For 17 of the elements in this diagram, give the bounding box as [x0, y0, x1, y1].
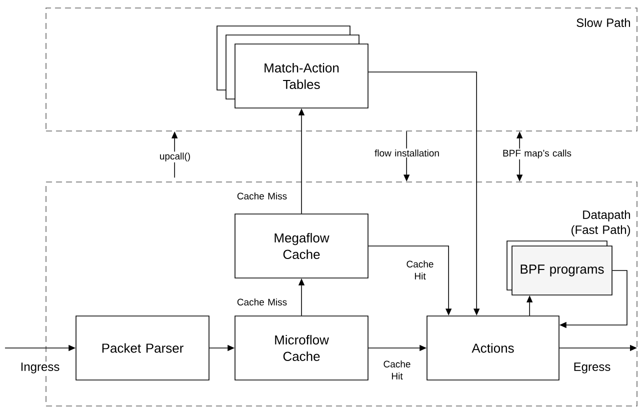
edge-label: Cache Miss	[237, 192, 287, 200]
edge-label: BPF map’s calls	[503, 150, 572, 158]
edge-label: Egress	[574, 362, 610, 374]
stacked-table-box: Match-Action Tables	[216, 26, 368, 108]
region-heading: Datapath (Fast Path)	[572, 210, 630, 236]
stacked-program-box: BPF programs	[506, 240, 612, 296]
edge-label: Cache Hit	[406, 260, 434, 280]
process-box: Actions	[426, 316, 560, 380]
process-box: Megaflow Cache	[234, 214, 368, 278]
process-box: Packet Parser	[76, 316, 210, 380]
edge-label: Cache Miss	[237, 298, 287, 306]
edge-label: flow installation	[374, 150, 439, 156]
edge-label: Ingress	[21, 362, 60, 374]
edge-label: Cache Hit	[384, 360, 410, 380]
edge-label: upcall()	[160, 152, 190, 162]
process-box: Microflow Cache	[234, 316, 368, 380]
region-heading: Slow Path	[576, 18, 630, 27]
